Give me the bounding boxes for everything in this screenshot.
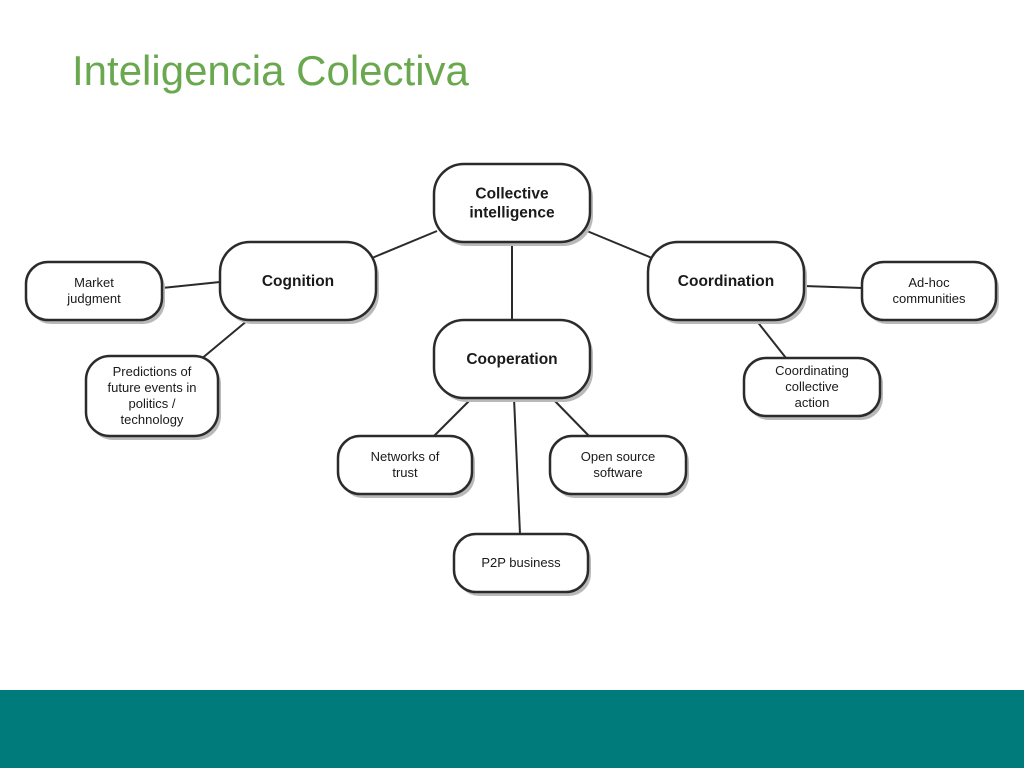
connector-cooperation-opensource	[551, 397, 591, 438]
connector-cognition-market	[161, 281, 221, 289]
node-label: Open source	[581, 449, 655, 464]
node-box	[452, 532, 590, 594]
connector-collective-coordination	[586, 230, 653, 259]
node-box	[742, 356, 882, 418]
node-label: intelligence	[469, 205, 555, 222]
footer-band	[0, 690, 1024, 768]
node-box	[646, 240, 806, 322]
node-cooperation: Cooperation	[432, 318, 593, 402]
node-label: communities	[893, 291, 966, 306]
connector-coordination-adhoc	[803, 285, 863, 289]
connector-cognition-predictions	[199, 319, 249, 361]
node-label: Cooperation	[466, 351, 557, 368]
node-coordination: Coordination	[646, 240, 807, 324]
connector-coordination-coordinating	[755, 319, 787, 359]
node-label: Collective	[475, 186, 549, 203]
connector-cooperation-networks	[432, 397, 473, 438]
node-label: collective	[785, 379, 838, 394]
node-box	[548, 434, 688, 496]
node-p2p: P2P business	[452, 532, 591, 596]
node-label: Ad-hoc	[908, 275, 950, 290]
node-box	[218, 240, 378, 322]
node-box	[84, 354, 220, 438]
node-collective: Collective intelligence	[432, 162, 593, 246]
node-label: Networks of	[371, 449, 440, 464]
node-label: Predictions of	[113, 364, 192, 379]
node-label: technology	[121, 412, 184, 427]
node-label: trust	[392, 465, 418, 480]
node-label: future events in	[108, 380, 197, 395]
concept-map: Collective intelligenceCognitionCooperati…	[24, 162, 999, 596]
node-label: Market	[74, 275, 114, 290]
connector-collective-cognition	[371, 230, 438, 259]
nodes: Collective intelligenceCognitionCooperati…	[24, 162, 999, 596]
node-label: Coordination	[678, 273, 774, 290]
node-box	[432, 162, 592, 244]
node-box	[24, 260, 164, 322]
node-label: judgment	[66, 291, 121, 306]
node-label: Coordinating	[775, 363, 849, 378]
node-cognition: Cognition	[218, 240, 379, 324]
node-label: Cognition	[262, 273, 334, 290]
connectors	[161, 230, 863, 535]
slide-title: Inteligencia Colectiva	[72, 47, 469, 94]
connector-cooperation-p2p	[513, 397, 521, 535]
node-box	[860, 260, 998, 322]
node-box	[432, 318, 592, 400]
node-label: politics /	[129, 396, 176, 411]
node-box	[336, 434, 474, 496]
node-label: action	[795, 395, 830, 410]
node-label: P2P business	[481, 555, 561, 570]
node-label: software	[593, 465, 642, 480]
